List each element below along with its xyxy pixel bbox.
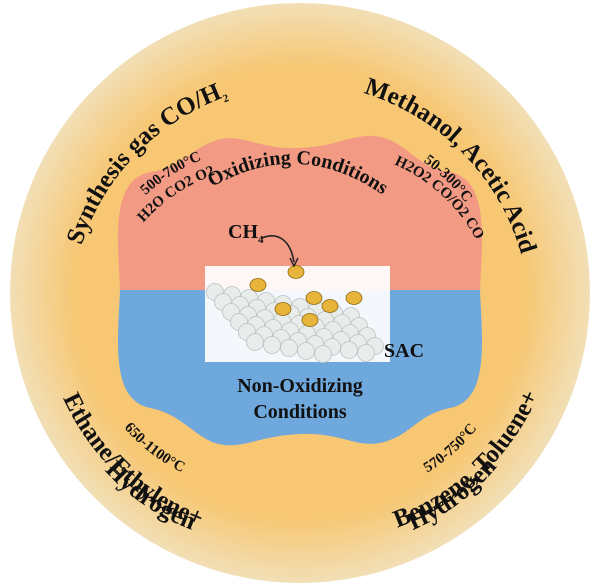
support-atom	[280, 339, 298, 357]
support-atom	[340, 341, 358, 359]
gold-atom-icon	[249, 278, 267, 292]
support-atom	[246, 333, 264, 351]
support-atom	[263, 336, 281, 354]
sac-label: SAC	[384, 340, 424, 362]
support-atom	[357, 344, 375, 362]
methane-label: CH4	[228, 221, 264, 246]
gold-atom-icon	[321, 299, 339, 313]
support-atom	[314, 345, 332, 363]
gold-atom-icon	[274, 302, 292, 316]
non-oxidizing-line1: Non-Oxidizing	[237, 375, 363, 397]
oxidizing-region	[118, 135, 482, 290]
support-atom	[297, 342, 315, 360]
arrow-icon	[261, 235, 295, 263]
non-oxidizing-line2: Conditions	[253, 401, 347, 423]
gold-atom-icon	[301, 313, 319, 327]
gold-atom-icon	[287, 265, 305, 279]
gold-atom-icon	[345, 291, 363, 305]
gold-atom-icon	[305, 291, 323, 305]
catalyst-surface-icon	[205, 265, 390, 363]
